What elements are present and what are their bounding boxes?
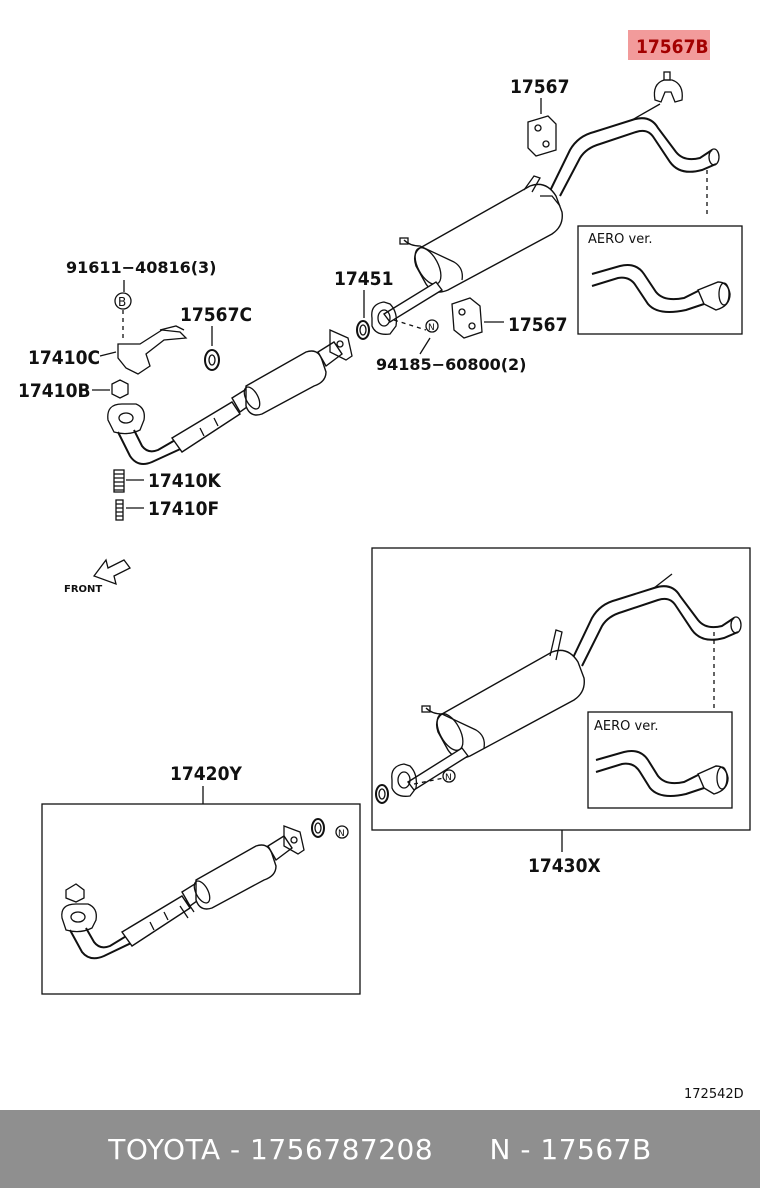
aero-box-1 xyxy=(577,225,743,335)
footer-part-info: TOYOTA - 1756787208 N - 17567B xyxy=(108,1132,652,1166)
aero-label-1: AERO ver. xyxy=(588,232,652,247)
label-17567b[interactable]: 17567B xyxy=(636,36,709,58)
label-17567-mid[interactable]: 17567 xyxy=(508,314,567,336)
tailpipe-main xyxy=(547,103,720,197)
nut-n-icon: N xyxy=(425,319,439,333)
bracket-17410c-icon xyxy=(117,325,188,375)
flange-icon xyxy=(371,301,398,335)
aero-tailpipe-1 xyxy=(591,264,731,313)
label-17430x[interactable]: 17430X xyxy=(528,855,601,877)
label-94185[interactable]: 94185−60800(2) xyxy=(376,355,527,374)
svg-text:B: B xyxy=(118,295,126,309)
exhaust-parts-diagram: 17567B 17567 AERO ver. 17 xyxy=(18,30,751,1102)
tailpipe-17430x xyxy=(375,573,742,804)
bolt-b-icon: B xyxy=(114,292,132,310)
label-17410f[interactable]: 17410F xyxy=(148,498,219,520)
svg-text:N: N xyxy=(338,829,345,839)
svg-text:N: N xyxy=(445,773,452,783)
muffler-inlet-pipe xyxy=(382,281,444,323)
label-17567-top[interactable]: 17567 xyxy=(510,76,569,98)
front-pipe-assembly xyxy=(107,328,353,465)
aero-box-2 xyxy=(587,711,733,809)
main-muffler xyxy=(399,175,563,293)
label-17410c[interactable]: 17410C xyxy=(28,347,100,369)
front-arrow-icon xyxy=(92,558,131,586)
box-17430x xyxy=(371,547,751,831)
front-label: FRONT xyxy=(64,584,102,595)
svg-text:N: N xyxy=(428,323,435,333)
gasket-17451-icon xyxy=(356,320,370,340)
reference-code: 172542D xyxy=(684,1087,744,1102)
nut-17410b-icon xyxy=(111,379,129,399)
label-17410b[interactable]: 17410B xyxy=(18,380,91,402)
nut-n-icon-3: N xyxy=(335,825,349,839)
grommet-17567c-icon xyxy=(204,349,220,371)
nut-n-icon-2: N xyxy=(442,769,456,783)
aero-tailpipe-2 xyxy=(595,750,729,797)
label-17567c[interactable]: 17567C xyxy=(180,304,252,326)
rubber-hanger-mid-icon xyxy=(451,297,483,339)
footer-bar: TOYOTA - 1756787208 N - 17567B xyxy=(0,1110,760,1188)
highlight-box xyxy=(628,30,710,60)
bolt-17410f-icon xyxy=(115,499,124,521)
rubber-hanger-icon xyxy=(527,115,557,157)
label-91611[interactable]: 91611−40816(3) xyxy=(66,258,217,277)
hanger-17567b-icon xyxy=(653,71,683,103)
label-17410k[interactable]: 17410K xyxy=(148,470,221,492)
aero-label-2: AERO ver. xyxy=(594,719,658,734)
label-17451[interactable]: 17451 xyxy=(334,268,393,290)
label-17420y[interactable]: 17420Y xyxy=(170,763,242,785)
spring-17410k-icon xyxy=(113,469,125,493)
box-17420y xyxy=(41,803,361,995)
front-pipe-17420y xyxy=(61,818,325,960)
